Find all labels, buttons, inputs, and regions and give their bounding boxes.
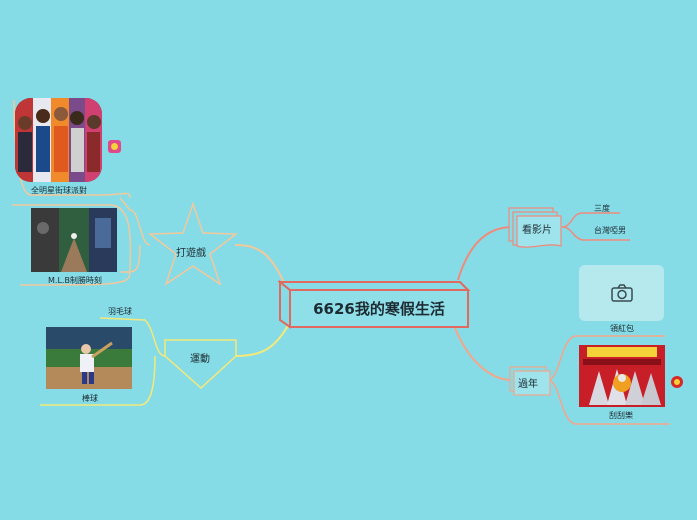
game-thumbnail-mlb[interactable] <box>31 208 117 272</box>
sport-thumbnail-baseball[interactable] <box>46 327 132 389</box>
games-star-shape <box>147 201 239 286</box>
central-topic-box[interactable] <box>277 279 471 329</box>
connector-newyear <box>454 327 513 381</box>
branch-games-label[interactable]: 打遊戲 <box>176 248 206 259</box>
badge-icon <box>671 376 683 388</box>
branch-movies-label[interactable]: 看影片 <box>522 225 552 236</box>
game-caption-streetball: 全明星街球派對 <box>31 186 87 195</box>
movie-caption-1: 三度 <box>594 204 610 213</box>
branch-newyear-label[interactable]: 過年 <box>518 379 538 390</box>
bracket-sports <box>40 317 166 406</box>
sport-caption-baseball: 棒球 <box>82 394 98 403</box>
movies-shape <box>508 207 562 248</box>
sports-shape <box>164 339 237 390</box>
badge-icon <box>108 140 121 153</box>
sport-caption-badminton: 羽毛球 <box>108 307 132 316</box>
connector-sports <box>235 321 291 357</box>
games-item-line-1 <box>13 99 131 199</box>
connector-games <box>234 244 286 286</box>
game-caption-mlb: M.L.B制勝時刻 <box>48 276 102 285</box>
branch-sports-label[interactable]: 運動 <box>190 354 210 365</box>
bracket-games <box>119 197 151 273</box>
newyear-caption-redenvelope: 領紅包 <box>610 324 634 333</box>
movie-caption-2: 台灣啞男 <box>594 226 626 235</box>
newyear-shape <box>509 366 551 396</box>
newyear-caption-scratch: 刮刮樂 <box>609 411 633 420</box>
bracket-movies <box>561 212 630 241</box>
central-topic-title[interactable]: 6626我的寒假生活 <box>313 300 445 318</box>
games-item-line-2 <box>12 204 132 286</box>
game-thumbnail-streetball[interactable] <box>15 98 102 182</box>
newyear-thumbnail-scratchcard[interactable] <box>579 345 665 407</box>
bracket-newyear <box>547 335 670 425</box>
camera-icon <box>610 284 633 302</box>
image-placeholder[interactable] <box>579 265 664 321</box>
connector-movies <box>457 226 513 281</box>
